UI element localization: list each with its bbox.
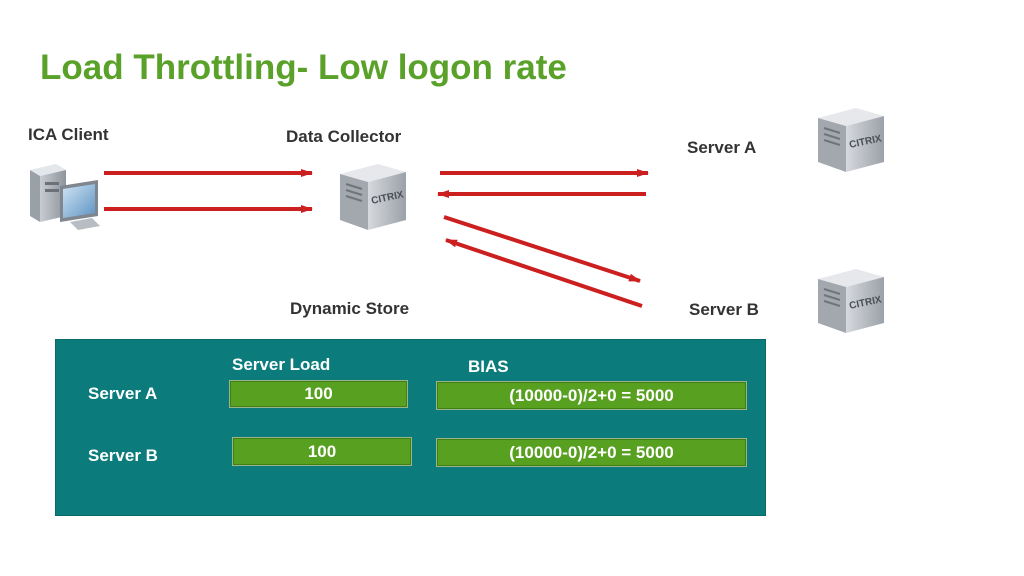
ica-client-label: ICA Client [28,125,109,144]
server-b-load-value: 100 [232,437,412,466]
data-collector-label: Data Collector [286,127,402,146]
server-b-label: Server B [689,300,759,319]
row-server-a-label: Server A [88,384,158,403]
slide-title: Load Throttling- Low logon rate [40,48,567,87]
dynamic-store-panel [55,339,766,516]
server-b-icon: CITRIX [818,269,884,333]
data-collector-server-icon: CITRIX [340,164,406,230]
server-load-header: Server Load [232,355,331,374]
dynamic-store-label: Dynamic Store [290,299,410,318]
server-a-label: Server A [687,138,757,157]
server-a-load-value: 100 [229,380,408,408]
server-a-icon: CITRIX [818,108,884,172]
bias-header: BIAS [468,357,509,376]
server-a-bias-value: (10000-0)/2+0 = 5000 [436,381,747,410]
collector-to-server-b-arrow [443,215,641,283]
computer-icon [30,164,100,230]
row-server-b-label: Server B [88,446,158,465]
server-b-to-collector-arrow [445,238,643,308]
server-b-bias-value: (10000-0)/2+0 = 5000 [436,438,747,467]
